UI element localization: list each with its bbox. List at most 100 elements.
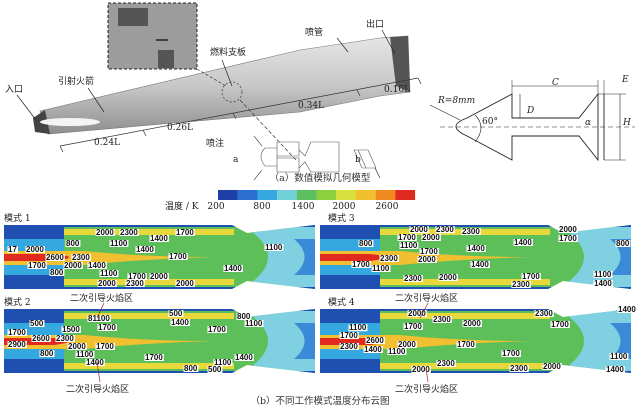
contour-label-bg xyxy=(550,321,570,328)
contour-label-bg xyxy=(144,354,164,361)
contour-label-bg xyxy=(27,262,47,269)
contour-label: 2000 xyxy=(422,233,440,242)
contour-label-bg xyxy=(348,324,368,332)
contour-label: 1700 xyxy=(8,328,26,337)
length-label: 0.16L xyxy=(384,85,410,95)
contour-label: 1400 xyxy=(471,260,489,269)
contour-label-bg xyxy=(399,242,419,249)
contour-label-bg xyxy=(25,246,45,253)
contour-label: 1700 xyxy=(176,228,194,237)
contour-label-bg xyxy=(421,234,441,241)
contour-label-bg xyxy=(617,306,637,313)
contour-label-bg xyxy=(534,310,554,317)
contour-label: 2000 xyxy=(439,273,457,282)
dim-d-label: D xyxy=(526,106,534,116)
contour-label-bg xyxy=(407,310,427,317)
contour-label: 1100 xyxy=(110,239,128,248)
flame-zone-annotation: 二次引导火焰区 xyxy=(395,292,458,304)
fuel-strut-label: 燃料支板 xyxy=(210,46,246,58)
contour-label: 2900 xyxy=(8,340,26,349)
contour-label: 2000 xyxy=(68,342,86,351)
contour-label: 1400 xyxy=(618,305,636,314)
dim-c-label: C xyxy=(552,78,559,88)
contour-label-bg xyxy=(409,226,429,234)
contour-label: 2300 xyxy=(56,334,74,343)
contour-label-bg xyxy=(558,226,578,233)
contour-label: 2000 xyxy=(543,362,561,371)
contour-label: 500 xyxy=(208,365,222,374)
contour-label-bg xyxy=(223,265,243,272)
contour-label: 2300 xyxy=(512,280,530,289)
contour-label: 1400 xyxy=(514,238,532,247)
contour-label: 2300 xyxy=(340,342,358,351)
contour-label: 1700 xyxy=(522,272,540,281)
contour-label-bg xyxy=(609,353,629,360)
contour-label: 1700 xyxy=(502,349,520,358)
contour-label: 2300 xyxy=(535,309,553,318)
contour-label: 800 xyxy=(237,312,251,321)
contour-label: 1700 xyxy=(457,340,475,349)
contour-label: 1100 xyxy=(388,347,406,356)
contour-label: 2000 xyxy=(26,245,44,254)
contour-label-bg xyxy=(593,271,613,278)
colorbar-segment xyxy=(237,190,258,200)
contour-label: 1700 xyxy=(28,261,46,270)
contour-label-bg xyxy=(97,280,117,287)
contour-label: 81100 xyxy=(88,314,110,323)
contour-label: 2600 xyxy=(32,334,50,343)
contour-label-bg xyxy=(461,228,481,235)
colorbar-segment xyxy=(296,190,317,200)
contour-label: 2300 xyxy=(404,274,422,283)
contour-label-bg xyxy=(542,363,562,370)
contour-label: 2300 xyxy=(72,253,90,262)
contour-label-bg xyxy=(501,350,521,357)
contour-label: 1700 xyxy=(420,247,438,256)
contour-label-bg xyxy=(236,313,252,320)
contour-label-bg xyxy=(513,239,533,246)
contour-label: 2000 xyxy=(150,272,168,281)
contour-label: 1100 xyxy=(372,264,390,273)
contour-label-bg xyxy=(509,365,529,372)
contour-label-bg xyxy=(61,326,81,333)
contour-label: 1700 xyxy=(404,322,422,331)
contour-label-bg xyxy=(149,235,169,242)
contour-label: 2300 xyxy=(436,225,454,234)
contour-label: 2300 xyxy=(462,227,480,236)
colorbar-tick: 1400 xyxy=(292,202,315,212)
contour-label-bg xyxy=(339,332,359,339)
contour-label: 2600 xyxy=(46,253,64,262)
contour-label: 1100 xyxy=(265,243,283,252)
contour-label-bg xyxy=(466,245,486,252)
strut-inset xyxy=(107,2,297,161)
contour-label: 1400 xyxy=(88,261,106,270)
contour-label: 1100 xyxy=(214,358,232,367)
contour-label-bg xyxy=(49,269,65,276)
contour-label: 2300 xyxy=(120,228,138,237)
contour-label-bg xyxy=(168,310,184,317)
contour-label-bg xyxy=(339,343,359,350)
outlet-label: 出口 xyxy=(366,18,384,30)
dim-e-label: E xyxy=(621,75,629,85)
contour-label-bg xyxy=(7,341,27,348)
contour-label: 1100 xyxy=(400,241,418,250)
colorbar-segment xyxy=(355,190,376,200)
contour-label-bg xyxy=(168,253,188,260)
contour-label: 800 xyxy=(184,364,198,373)
caption-a: （a）数值模拟几何模型 xyxy=(270,172,371,184)
contour-label: 1700 xyxy=(96,342,114,351)
contour-label-bg xyxy=(511,281,531,288)
length-label: 0.26L xyxy=(167,123,193,133)
contour-label-bg xyxy=(119,229,139,236)
contour-label: 1100 xyxy=(76,350,94,359)
contour-label: 500 xyxy=(169,309,183,318)
contour-label: 800 xyxy=(50,268,64,277)
contour-label-bg xyxy=(213,359,233,366)
contour-label: 2600 xyxy=(366,336,384,345)
contour-label-bg xyxy=(371,265,391,272)
contour-label: 1400 xyxy=(467,244,485,253)
contour-label-bg xyxy=(127,273,147,280)
contour-label-bg xyxy=(432,316,452,323)
contour-label-bg xyxy=(207,366,223,373)
contour-label: 1100 xyxy=(100,269,118,278)
mode-2-title: 模式 2 xyxy=(4,296,31,308)
